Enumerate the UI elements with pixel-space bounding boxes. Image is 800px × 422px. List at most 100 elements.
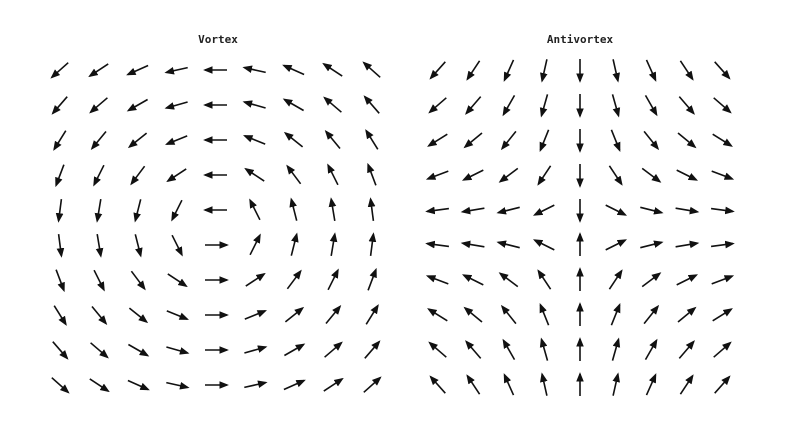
vortex-arrow (167, 273, 188, 288)
antivortex-arrow (711, 275, 735, 285)
vortex-arrow (249, 198, 261, 221)
antivortex-arrow (465, 340, 482, 359)
vortex-arrow (243, 135, 266, 145)
vortex-arrow (55, 269, 65, 293)
antivortex-panel: Antivortex (425, 33, 735, 396)
antivortex-arrow (537, 269, 552, 290)
antivortex-arrow (463, 132, 483, 149)
antivortex-arrow (532, 204, 555, 216)
vortex-arrow (329, 232, 338, 257)
antivortex-arrow (643, 130, 660, 151)
vortex-arrow (244, 167, 265, 182)
vortex-arrow (323, 96, 342, 113)
vortex-arrow (363, 95, 380, 114)
vortex-panel: Vortex (50, 33, 382, 394)
vortex-arrow (56, 233, 65, 258)
vortex-arrow (327, 268, 339, 291)
antivortex-arrow (461, 274, 484, 286)
vortex-arrow (368, 232, 377, 257)
vortex-arrow (94, 198, 103, 223)
antivortex-arrow (643, 304, 660, 325)
vortex-arrow (286, 269, 302, 290)
vortex-arrow (128, 307, 149, 324)
antivortex-arrow (540, 372, 548, 396)
antivortex-arrow (608, 165, 623, 186)
vortex-arrow (245, 272, 266, 287)
antivortex-arrow (539, 94, 549, 118)
antivortex-arrow (677, 132, 697, 149)
antivortex-arrow (712, 133, 733, 147)
vortex-arrow (242, 65, 266, 74)
vortex-arrow (130, 270, 146, 291)
antivortex-arrow (676, 169, 699, 181)
vortex-arrow (95, 233, 104, 258)
antivortex-arrow (710, 206, 735, 215)
vortex-arrow (365, 304, 379, 325)
vortex-arrow (164, 101, 188, 110)
vortex-arrow (283, 379, 306, 391)
vortex-arrow (166, 168, 187, 183)
antivortex-arrow (498, 167, 519, 183)
antivortex-arrow (713, 97, 732, 114)
vortex-arrow (127, 379, 150, 391)
antivortex-arrow (678, 96, 695, 115)
vortex-arrow (90, 130, 107, 150)
vortex-arrow (362, 61, 381, 78)
vortex-arrow (52, 341, 69, 360)
antivortex-arrow (539, 129, 550, 152)
vortex-arrow (328, 197, 337, 222)
antivortex-arrow (502, 338, 516, 360)
antivortex-arrow (608, 269, 623, 290)
vortex-arrow (325, 305, 342, 325)
antivortex-arrow (675, 206, 700, 215)
antivortex-arrow (460, 240, 485, 249)
vortex-arrow (244, 345, 268, 354)
antivortex-arrow (712, 308, 733, 322)
vortex-arrow (53, 305, 67, 326)
vortex-arrow (322, 62, 343, 77)
antivortex-arrow (679, 374, 694, 395)
vortex-arrow (367, 197, 376, 222)
antivortex-arrow (429, 61, 446, 80)
vortex-arrow (165, 135, 188, 145)
antivortex-arrow (676, 274, 699, 286)
antivortex-arrow (466, 374, 481, 395)
vortex-arrow-field (50, 61, 382, 394)
vortex-arrow (365, 129, 379, 150)
antivortex-arrow (427, 308, 448, 322)
vortex-arrow (127, 132, 148, 149)
vortex-arrow (324, 341, 343, 358)
vortex-arrow (324, 130, 341, 150)
vortex-arrow (134, 234, 143, 258)
antivortex-arrow (496, 206, 520, 215)
vortex-arrow (327, 163, 339, 186)
vortex-arrow (367, 162, 377, 186)
vortex-arrow (55, 164, 65, 188)
antivortex-arrow (714, 375, 731, 394)
vortex-arrow (284, 343, 306, 357)
vortex-arrow (363, 376, 382, 393)
vortex-arrow (244, 380, 268, 389)
vortex-arrow (166, 346, 190, 355)
antivortex-arrow (711, 170, 735, 180)
antivortex-arrow (532, 239, 555, 251)
antivortex-arrow (540, 59, 548, 83)
vortex-arrow (249, 233, 261, 256)
vortex-arrow (90, 342, 109, 359)
vortex-arrow (55, 198, 64, 223)
vortex-arrow (166, 310, 189, 320)
antivortex-arrow (465, 96, 482, 115)
vortex-arrow (51, 377, 70, 394)
vortex-title: Vortex (198, 33, 238, 46)
antivortex-arrow (677, 306, 697, 323)
antivortex-arrow (610, 129, 621, 152)
antivortex-title: Antivortex (547, 33, 614, 46)
vortex-arrow (133, 199, 142, 223)
vortex-arrow (242, 100, 266, 109)
antivortex-arrow (640, 240, 664, 249)
vortex-arrow (284, 306, 305, 323)
vortex-arrow (91, 305, 108, 325)
antivortex-arrow (610, 303, 621, 326)
vortex-arrow (88, 63, 109, 78)
vortex-arrow (171, 199, 183, 222)
